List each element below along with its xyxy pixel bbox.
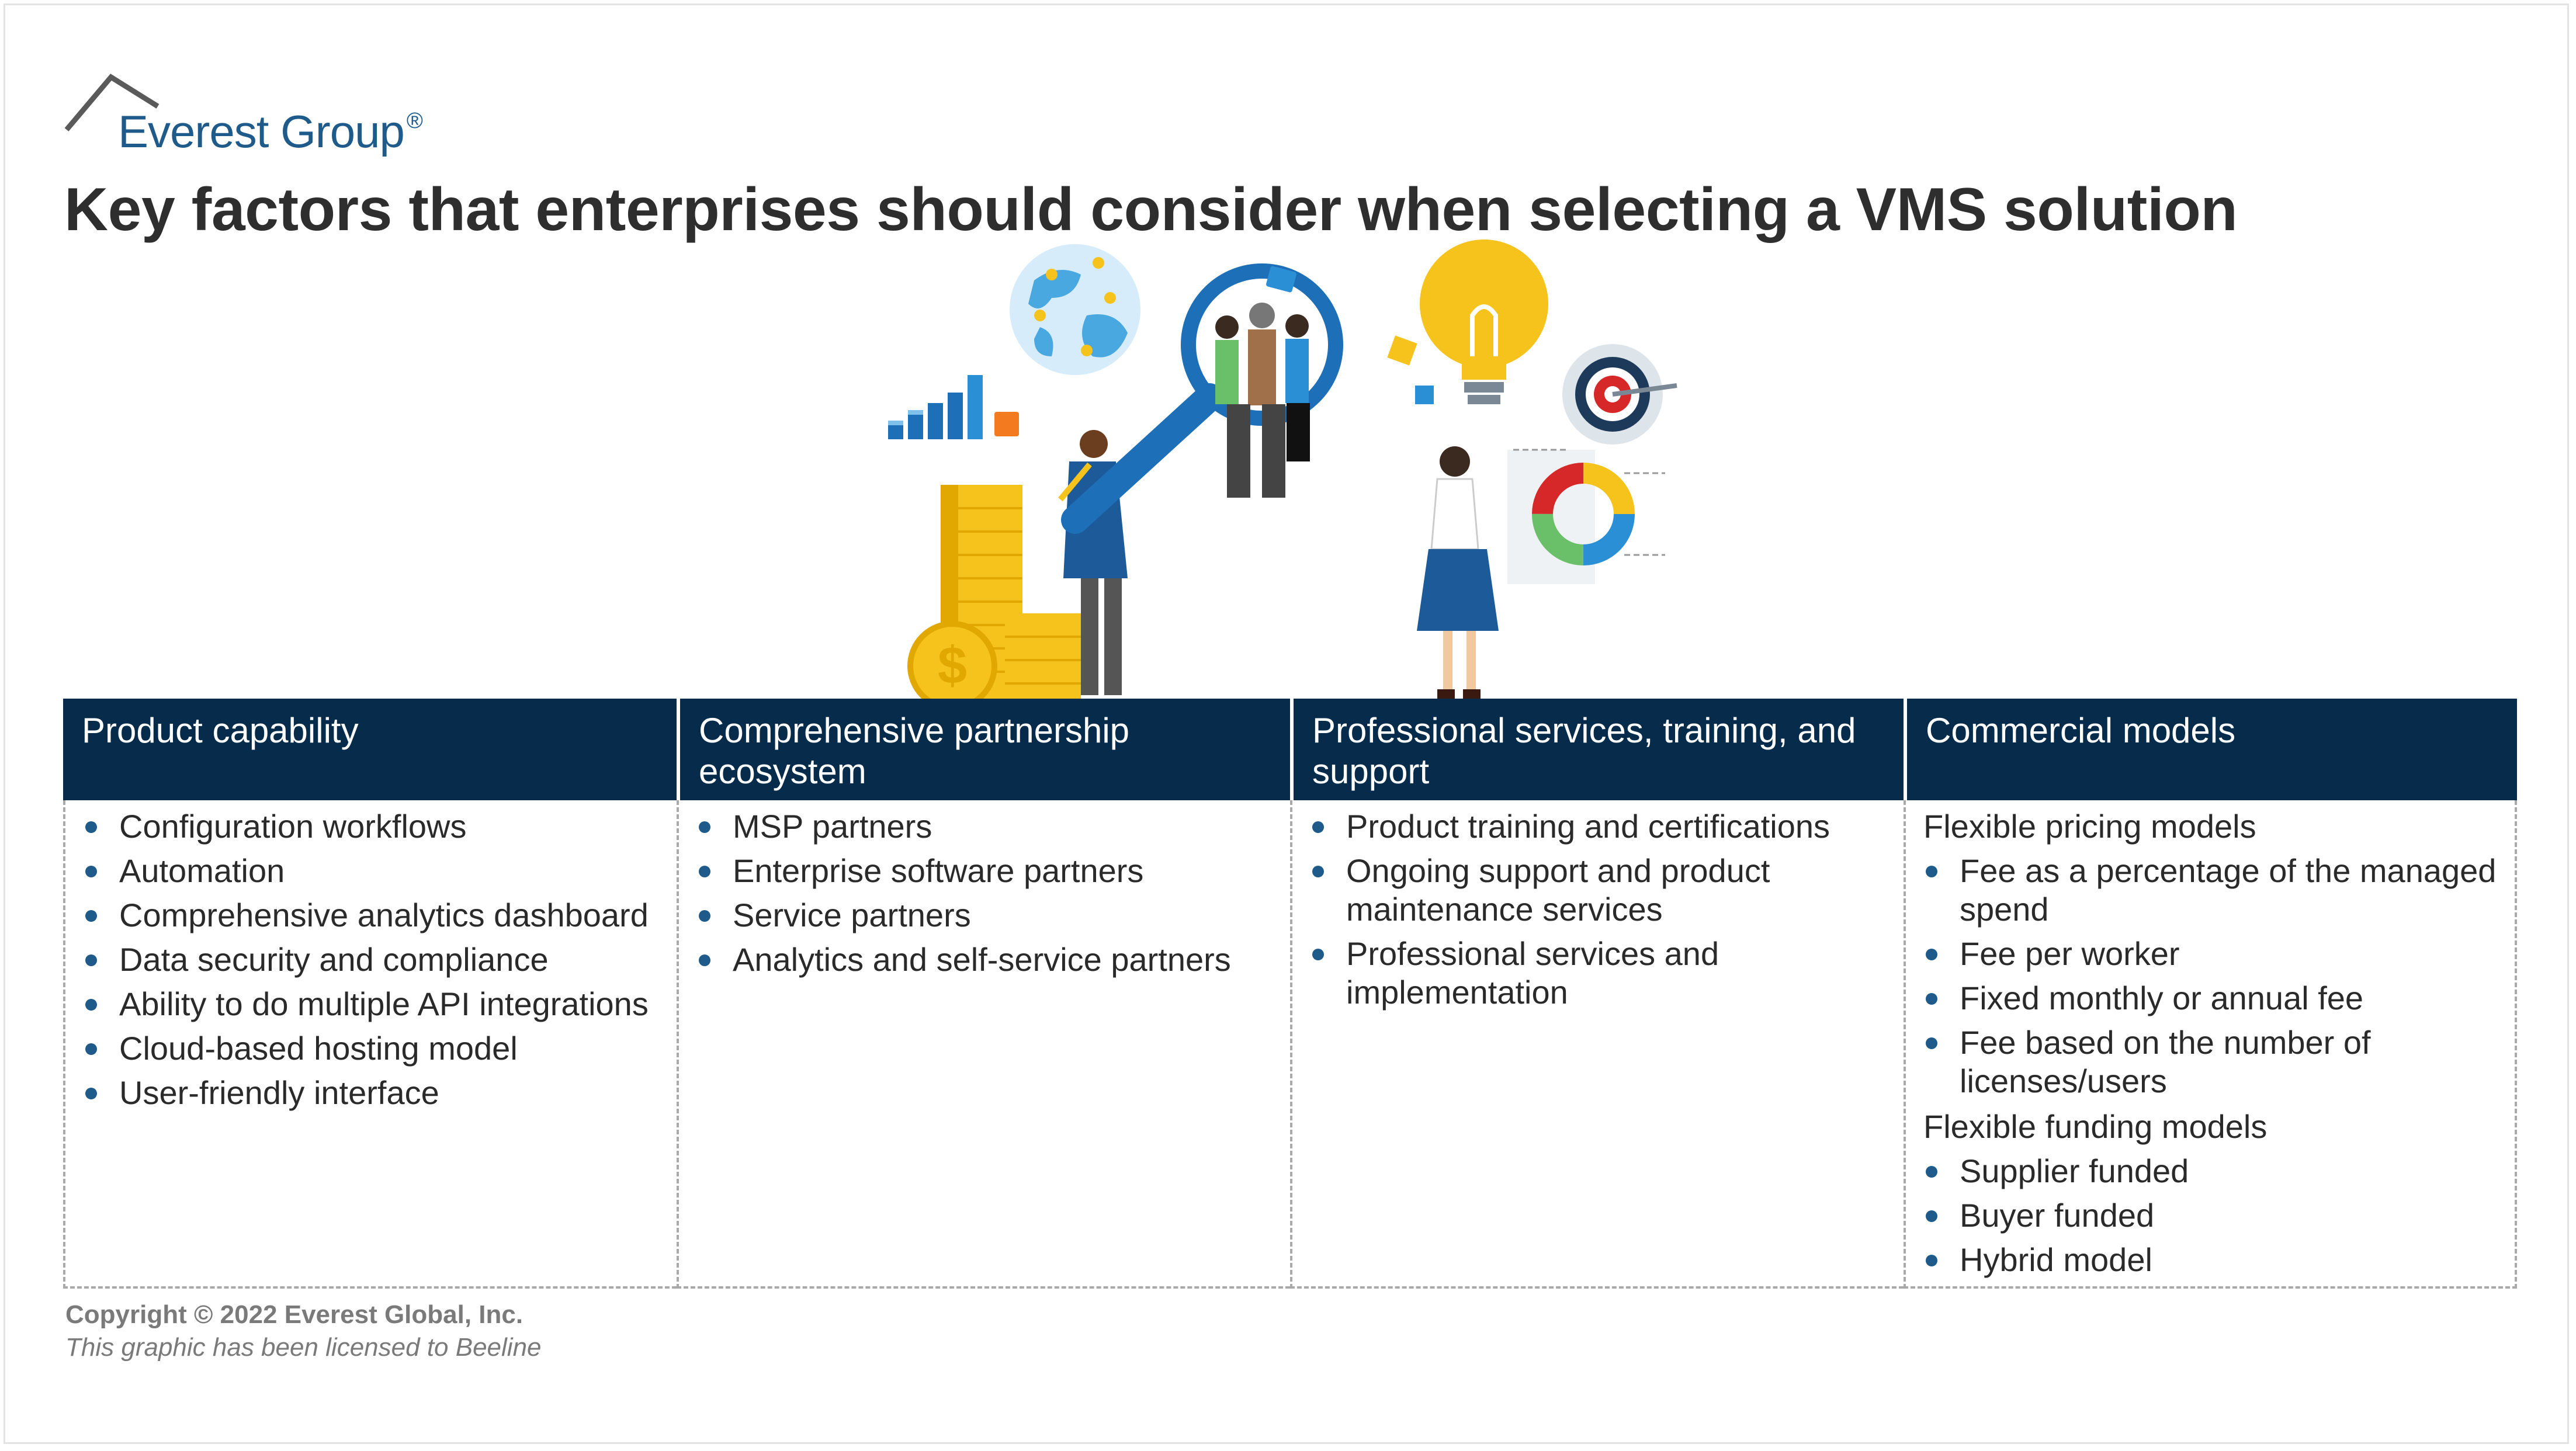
bullet-icon xyxy=(1926,949,1937,960)
list-item: Service partners xyxy=(696,896,1273,935)
bullet-icon xyxy=(1926,1037,1937,1049)
page-title: Key factors that enterprises should cons… xyxy=(64,176,2238,244)
businesswoman-figure xyxy=(1417,446,1499,699)
dollar-coin-icon: $ xyxy=(907,621,997,707)
bullet-icon xyxy=(85,954,97,966)
people-group-icon xyxy=(1215,303,1310,498)
bullet-icon xyxy=(1312,866,1324,877)
bullet-icon xyxy=(699,954,710,966)
list-item: Product training and certifications xyxy=(1310,807,1886,846)
globe-icon xyxy=(1010,244,1140,375)
copyright-text: Copyright © 2022 Everest Global, Inc. xyxy=(65,1300,523,1329)
bullet-icon xyxy=(85,910,97,922)
column-header: Commercial models xyxy=(1907,699,2517,800)
bullet-icon xyxy=(85,999,97,1011)
group-title-funding: Flexible funding models xyxy=(1923,1108,2268,1145)
column-body: Product training and certifications Ongo… xyxy=(1290,800,1904,1289)
list-item: Fixed monthly or annual fee xyxy=(1923,979,2497,1018)
brand-logo: Everest Group® xyxy=(64,71,423,159)
list-item: Configuration workflows xyxy=(83,807,659,846)
list-item: Automation xyxy=(83,852,659,890)
bullet-icon xyxy=(699,866,710,877)
list-item: Professional services and implementation xyxy=(1310,935,1886,1012)
bullet-icon xyxy=(85,866,97,877)
bullet-icon xyxy=(1312,821,1324,833)
column-product-capability: Product capability Configuration workflo… xyxy=(63,699,677,1289)
list-item: Fee as a percentage of the managed spend xyxy=(1923,852,2497,929)
bullet-icon xyxy=(85,821,97,833)
column-body: MSP partners Enterprise software partner… xyxy=(677,800,1290,1289)
list-item: MSP partners xyxy=(696,807,1273,846)
column-header: Professional services, training, and sup… xyxy=(1294,699,1904,800)
list-item: Fee per worker xyxy=(1923,935,2497,973)
column-professional-services: Professional services, training, and sup… xyxy=(1290,699,1904,1289)
bullet-icon xyxy=(1926,1210,1937,1222)
svg-text:$: $ xyxy=(938,637,967,695)
factors-table: Product capability Configuration workflo… xyxy=(63,699,2517,1289)
hero-illustration: $ xyxy=(888,239,1677,707)
list-item: Enterprise software partners xyxy=(696,852,1273,890)
bullet-icon xyxy=(1926,1166,1937,1178)
bullet-icon xyxy=(85,1043,97,1055)
list-item: Cloud-based hosting model xyxy=(83,1029,659,1068)
slide-frame xyxy=(4,4,2569,1444)
list-item: Ongoing support and product maintenance … xyxy=(1310,852,1886,929)
list-item: Analytics and self-service partners xyxy=(696,940,1273,979)
column-header: Comprehensive partnership ecosystem xyxy=(680,699,1290,800)
donut-chart-icon xyxy=(1507,449,1665,584)
group-title-pricing: Flexible pricing models xyxy=(1923,808,2256,845)
lightbulb-icon xyxy=(1387,239,1548,404)
column-partnership-ecosystem: Comprehensive partnership ecosystem MSP … xyxy=(677,699,1290,1289)
list-item: Fee based on the number of licenses/user… xyxy=(1923,1023,2497,1101)
bullet-icon xyxy=(699,821,710,833)
bullet-icon xyxy=(699,910,710,922)
license-note: This graphic has been licensed to Beelin… xyxy=(65,1333,542,1362)
bullet-icon xyxy=(1312,949,1324,960)
column-body: Configuration workflows Automation Compr… xyxy=(63,800,677,1289)
list-item: Data security and compliance xyxy=(83,940,659,979)
brand-name: Everest Group® xyxy=(118,106,423,157)
bar-chart-icon xyxy=(888,375,1019,439)
list-item: Comprehensive analytics dashboard xyxy=(83,896,659,935)
bullet-icon xyxy=(1926,866,1937,877)
list-item: Buyer funded xyxy=(1923,1196,2497,1235)
bullet-icon xyxy=(1926,993,1937,1005)
roof-logo-icon xyxy=(64,74,160,131)
target-icon xyxy=(1562,344,1677,445)
list-item: Supplier funded xyxy=(1923,1152,2497,1190)
bullet-icon xyxy=(85,1088,97,1099)
column-body: Flexible pricing models Fee as a percent… xyxy=(1904,800,2517,1289)
list-item: Hybrid model xyxy=(1923,1241,2497,1279)
column-header: Product capability xyxy=(63,699,677,800)
column-commercial-models: Commercial models Flexible pricing model… xyxy=(1904,699,2517,1289)
list-item: User-friendly interface xyxy=(83,1074,659,1112)
list-item: Ability to do multiple API integrations xyxy=(83,985,659,1023)
bullet-icon xyxy=(1926,1255,1937,1266)
